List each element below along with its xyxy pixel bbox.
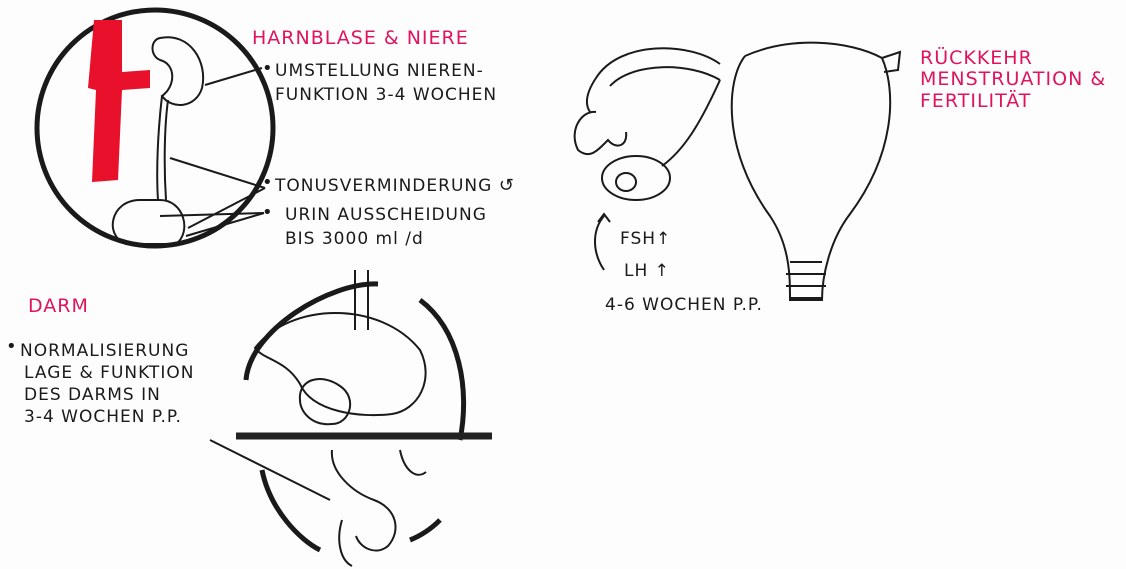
curl-arrow-icon: ↺ [499,175,515,196]
kidney-point-2: TONUSVERMINDERUNG ↺ [275,176,515,196]
kidney-bladder-illustration [37,10,273,246]
darm-point: NORMALISIERUNG LAGE & FUNKTION DES DARMS… [20,340,194,428]
blood-vessel-icon [88,20,150,182]
arrows-icon [595,214,610,270]
kidney-point-3: URIN AUSSCHEIDUNG BIS 3000 ml /d [285,206,487,249]
kidney-heading: HARNBLASE & NIERE [252,28,469,49]
bullet-marker: • [6,336,17,357]
bullet-marker: • [262,202,273,223]
text-line: FERTILITÄT [920,91,1106,112]
hormone-timeframe: 4-6 WOCHEN P.P. [605,296,763,315]
text-line: BIS 3000 ml /d [285,230,487,249]
pointer-lines [160,68,265,236]
text-line: DES DARMS IN [20,384,194,406]
bladder-icon [113,200,185,244]
hormone-lh: LH ↑ [624,262,670,281]
text-line: UMSTELLUNG NIEREN- [275,62,497,81]
kidney-point-1: UMSTELLUNG NIEREN- FUNKTION 3-4 WOCHEN [275,62,497,105]
text-line: FUNKTION 3-4 WOCHEN [275,86,497,105]
bullet-marker: • [262,58,273,79]
text-line: 3-4 WOCHEN P.P. [20,406,194,428]
text-line: TONUSVERMINDERUNG [275,176,492,196]
kidney-icon [153,37,204,200]
hormone-fsh: FSH↑ [620,230,671,249]
bullet-marker: • [262,172,273,193]
text-line: LAGE & FUNKTION [20,362,194,384]
intestine-illustration [255,270,426,566]
darm-heading: DARM [28,296,89,317]
text-line: MENSTRUATION & [920,69,1106,90]
text-line: URIN AUSSCHEIDUNG [285,206,487,225]
text-line: RÜCKKEHR [920,48,1106,69]
uterus-heading: RÜCKKEHR MENSTRUATION & FERTILITÄT [920,48,1106,112]
text-line: NORMALISIERUNG [20,340,194,362]
